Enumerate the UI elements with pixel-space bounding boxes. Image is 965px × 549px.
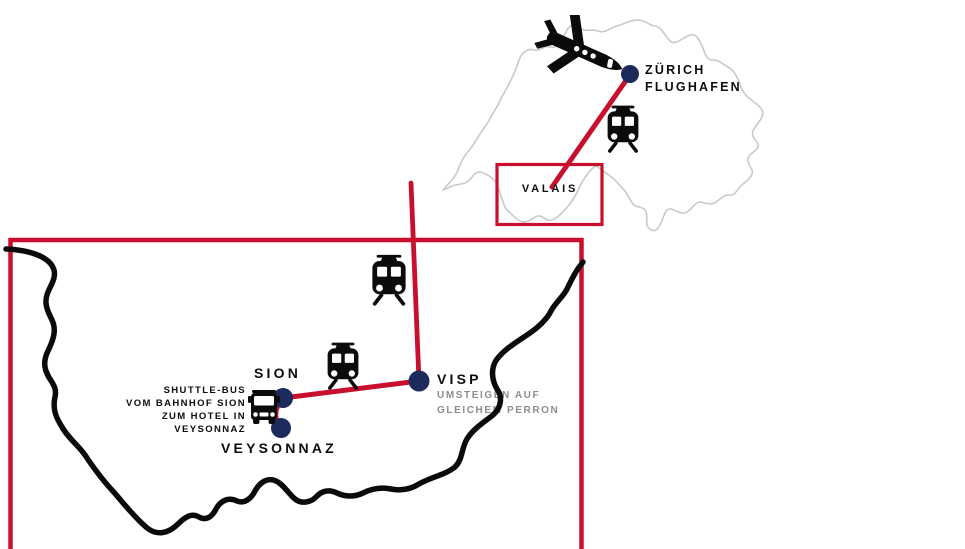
switzerland-outline (442, 19, 764, 232)
veysonnaz-label: VEYSONNAZ (221, 440, 337, 456)
sion-marker (273, 388, 293, 408)
zurich-flughafen-label: ZÜRICH FLUGHAFEN (645, 63, 742, 94)
route-zurich-valais-line (549, 76, 630, 190)
zurich-marker (621, 65, 639, 83)
visp-transfer-note: UMSTEIGEN AUF GLEICHEM PERRON (437, 390, 560, 416)
airplane-icon (534, 15, 623, 74)
route-visp-sion-line (280, 378, 422, 401)
train-icon-detail-north (370, 252, 408, 306)
shuttle-bus-note: SHUTTLE-BUS VOM BAHNHOF SION ZUM HOTEL I… (125, 385, 246, 435)
visp-label: VISP (437, 371, 482, 387)
route-to-visp-line (408, 180, 422, 384)
sion-label: SION (254, 365, 302, 381)
train-icon-overview (605, 103, 641, 153)
veysonnaz-marker (271, 418, 291, 438)
route-sion-veysonnaz-line (273, 396, 286, 430)
valais-box-label: VALAIS (521, 183, 579, 195)
train-icon-sion-visp (325, 340, 361, 390)
visp-marker (408, 370, 430, 392)
bus-icon (248, 390, 280, 424)
